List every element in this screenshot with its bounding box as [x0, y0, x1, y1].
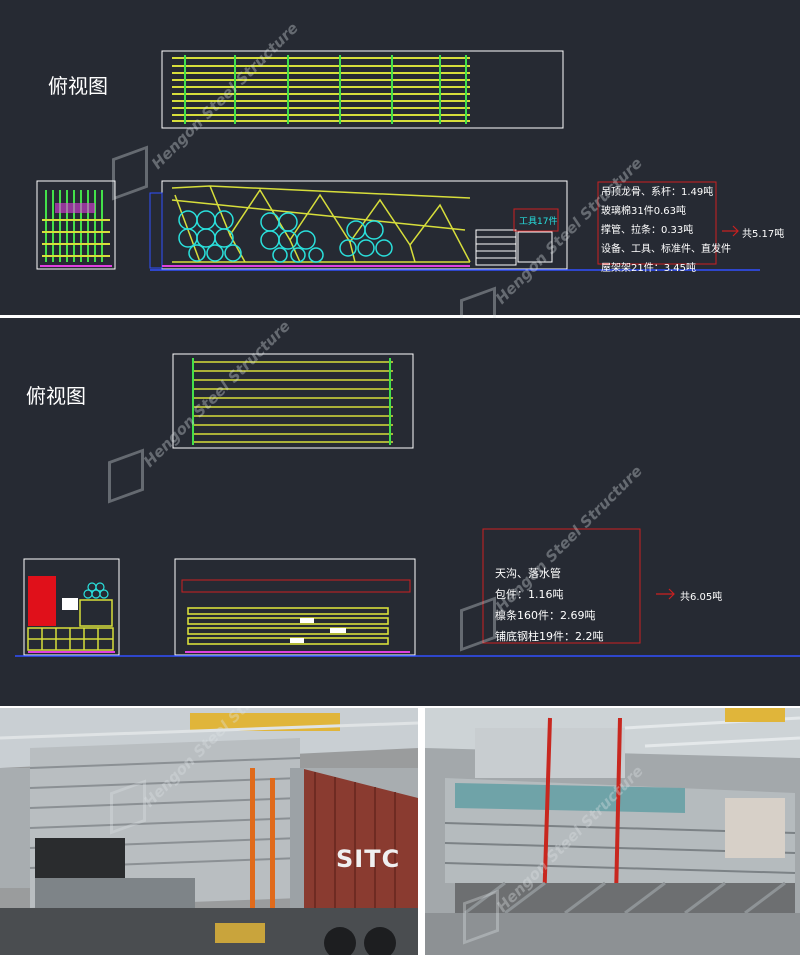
- note-line: 撑管、拉条：0.33吨: [601, 225, 694, 236]
- note-line: 檩条160件：2.69吨: [495, 609, 596, 622]
- note-line: 屋架架21件：3.45吨: [601, 263, 696, 274]
- photo-scene-1: [0, 708, 418, 955]
- note-line: 天沟、落水管: [495, 567, 561, 580]
- loading-photo-container: SITC Hengon Steel Structure: [0, 708, 418, 955]
- total-weight: 共6.05吨: [680, 592, 723, 603]
- note-line: 设备、工具、标准件、直发件: [601, 244, 731, 255]
- photo-scene-2: [425, 708, 800, 955]
- weight-notes: 天沟、落水管 包件：1.16吨 檩条160件：2.69吨 铺底钢柱19件：2.2…: [495, 563, 604, 647]
- loading-photo-flatrack: Hengon Steel Structure: [425, 708, 800, 955]
- note-line: 铺底钢柱19件：2.2吨: [495, 630, 604, 643]
- cad-drawing-1: [36, 50, 760, 271]
- cad-loading-plan-2: 俯视图: [0, 317, 800, 706]
- top-view-title: 俯视图: [48, 74, 108, 98]
- container-brand-text: SITC: [336, 845, 401, 873]
- note-line: 包件：1.16吨: [495, 588, 564, 601]
- weight-notes: 吊顶龙骨、系杆：1.49吨 玻璃棉31件0.63吨 撑管、拉条：0.33吨 设备…: [601, 183, 731, 278]
- tools-label: 工具17件: [519, 217, 558, 227]
- cad-loading-plan-1: 俯视图: [0, 0, 800, 342]
- note-line: 玻璃棉31件0.63吨: [601, 206, 686, 217]
- top-view-title: 俯视图: [26, 384, 86, 408]
- note-line: 吊顶龙骨、系杆：1.49吨: [601, 187, 714, 198]
- cad-drawing-2: [15, 353, 800, 657]
- total-weight: 共5.17吨: [742, 229, 785, 240]
